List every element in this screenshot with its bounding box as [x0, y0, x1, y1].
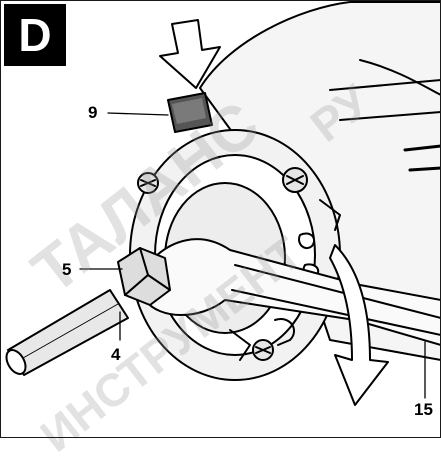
callout-nut: 5: [62, 260, 72, 279]
figure-frame: [0, 0, 441, 438]
callout-wrench: 15: [414, 400, 433, 419]
panel-letter: D: [4, 4, 66, 66]
figure-drawing: [5, 1, 441, 406]
rotation-arrow: [329, 244, 389, 406]
screw-icon: [282, 167, 308, 193]
screw-icon: [252, 339, 274, 361]
callout-lock-button: 9: [88, 103, 98, 122]
press-arrow-icon: [159, 19, 221, 89]
callout-spindle: 4: [111, 345, 121, 364]
screw-icon: [137, 172, 159, 194]
